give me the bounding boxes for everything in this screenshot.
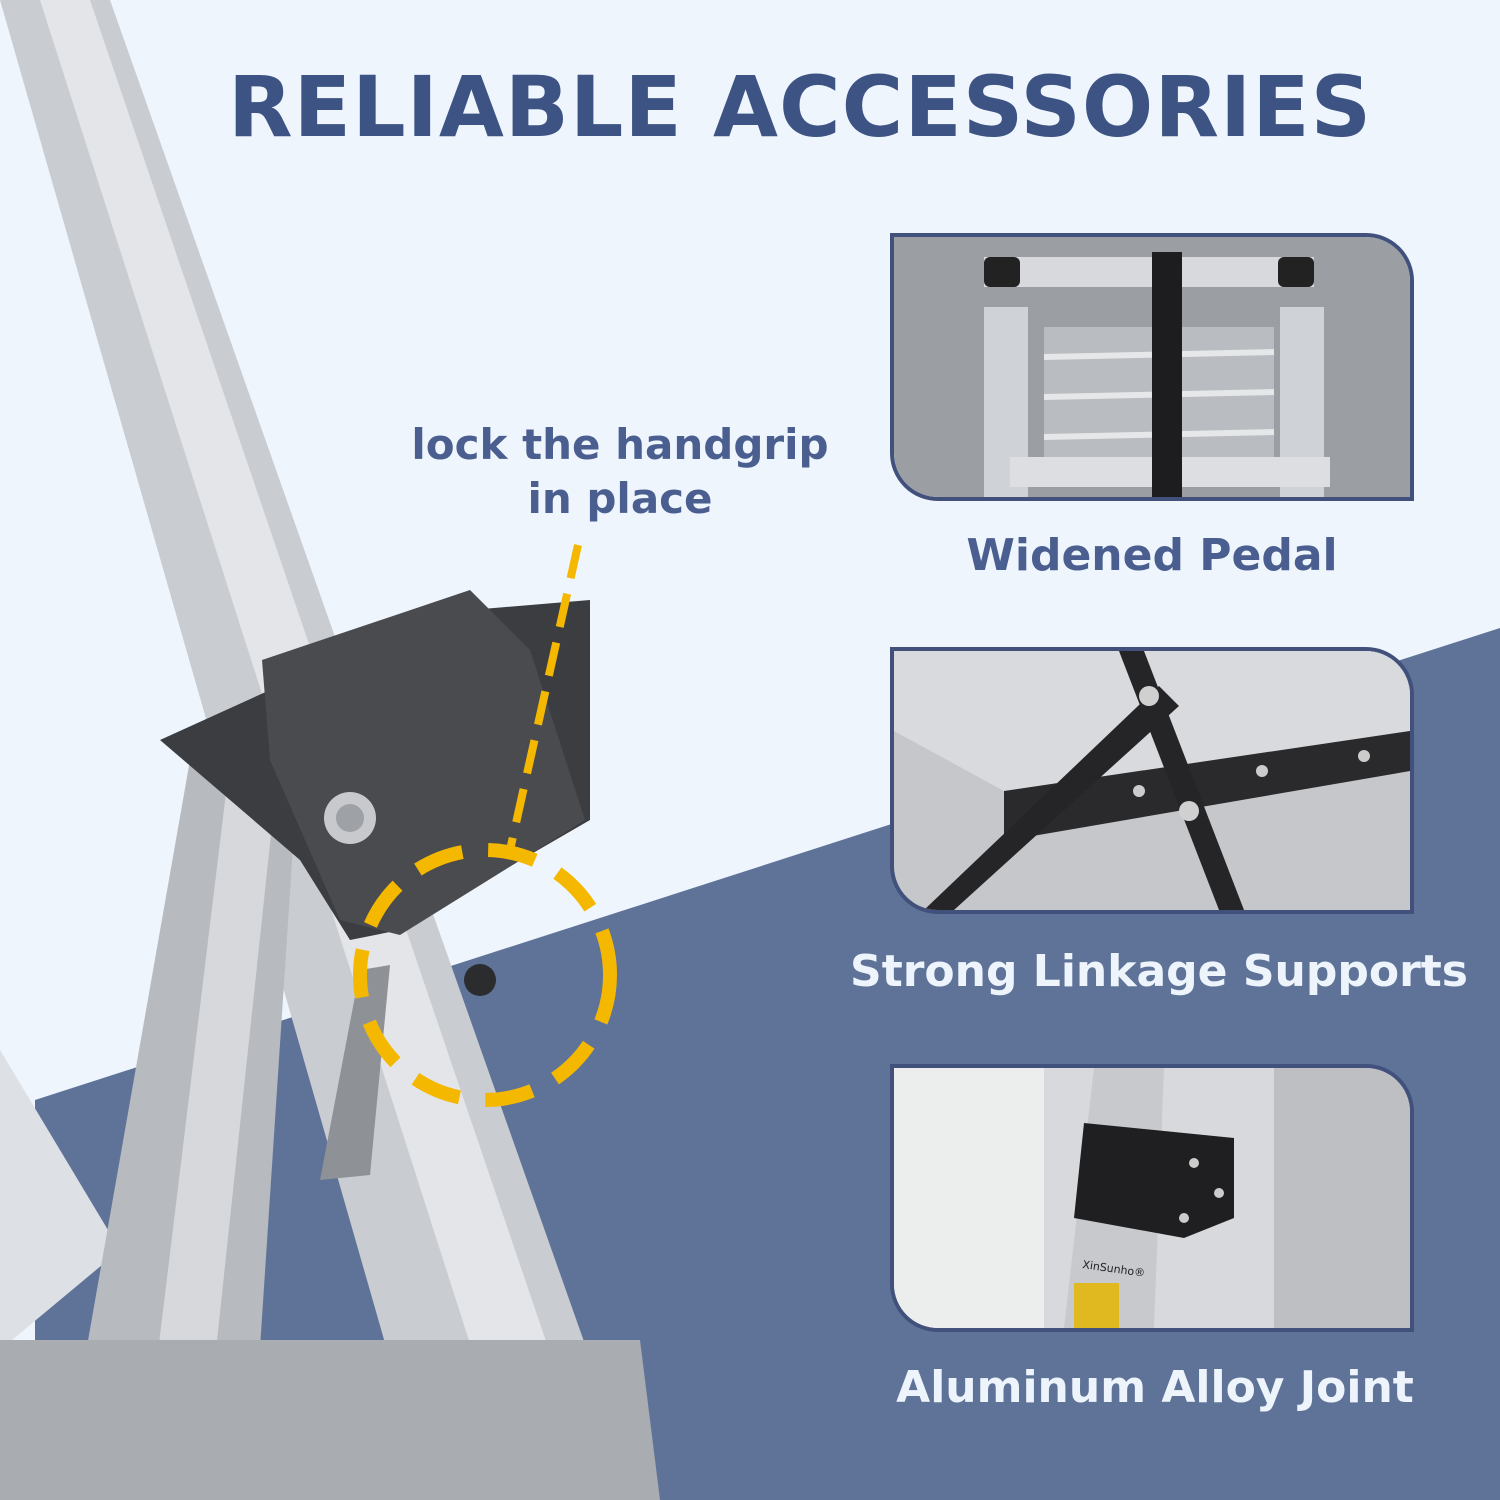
callout-text: lock the handgrip in place — [400, 418, 840, 526]
feature-image-linkage-supports — [890, 647, 1414, 914]
feature-image-widened-pedal — [890, 233, 1414, 501]
callout-dashed-line — [506, 544, 582, 851]
callout-line-2: in place — [527, 474, 713, 523]
caption-widened-pedal: Widened Pedal — [966, 530, 1338, 581]
caption-linkage-supports: Strong Linkage Supports — [850, 946, 1468, 997]
page-title: RELIABLE ACCESSORIES — [228, 58, 1373, 156]
dashed-highlight-circle — [353, 843, 617, 1107]
callout-line-1: lock the handgrip — [411, 420, 829, 469]
ladder-photo — [0, 0, 660, 1500]
feature-image-alloy-joint: XinSunho® — [890, 1064, 1414, 1332]
caption-alloy-joint: Aluminum Alloy Joint — [896, 1362, 1414, 1413]
